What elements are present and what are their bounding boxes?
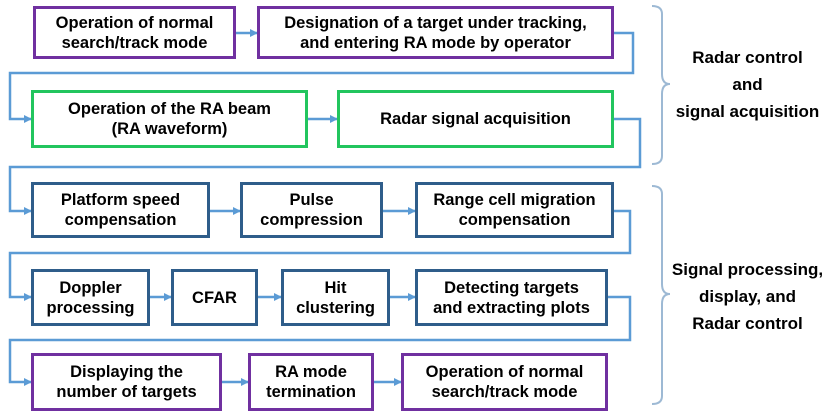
step-operation-ra-beam: Operation of the RA beam (RA waveform): [31, 90, 308, 148]
step-radar-signal-acquisition: Radar signal acquisition: [337, 90, 614, 148]
group-label-signal-processing: Signal processing, display, and Radar co…: [671, 260, 824, 333]
step-doppler-processing: Doppler processing: [31, 269, 150, 326]
group-label-radar-control: Radar control and signal acquisition: [675, 48, 820, 121]
step-hit-clustering: Hit clustering: [281, 269, 390, 326]
step-designation-target-ra-mode: Designation of a target under tracking, …: [257, 6, 614, 59]
step-range-cell-migration: Range cell migration compensation: [415, 182, 614, 238]
step-operation-normal-mode-end: Operation of normal search/track mode: [401, 353, 608, 411]
step-displaying-targets: Displaying the number of targets: [31, 353, 222, 411]
arrow-r3-to-r4: [8, 209, 632, 301]
arrow-r2-to-r3: [8, 117, 642, 215]
arrow-r4-to-r5: [8, 295, 632, 386]
step-platform-speed-compensation: Platform speed compensation: [31, 182, 210, 238]
step-cfar: CFAR: [171, 269, 258, 326]
step-detecting-targets: Detecting targets and extracting plots: [415, 269, 608, 326]
step-ra-mode-termination: RA mode termination: [248, 353, 374, 411]
arrow-r1-to-r2: [8, 31, 635, 123]
step-operation-normal-mode: Operation of normal search/track mode: [33, 6, 236, 59]
brace-top: [651, 5, 671, 165]
step-pulse-compression: Pulse compression: [240, 182, 383, 238]
brace-bottom: [651, 185, 671, 405]
